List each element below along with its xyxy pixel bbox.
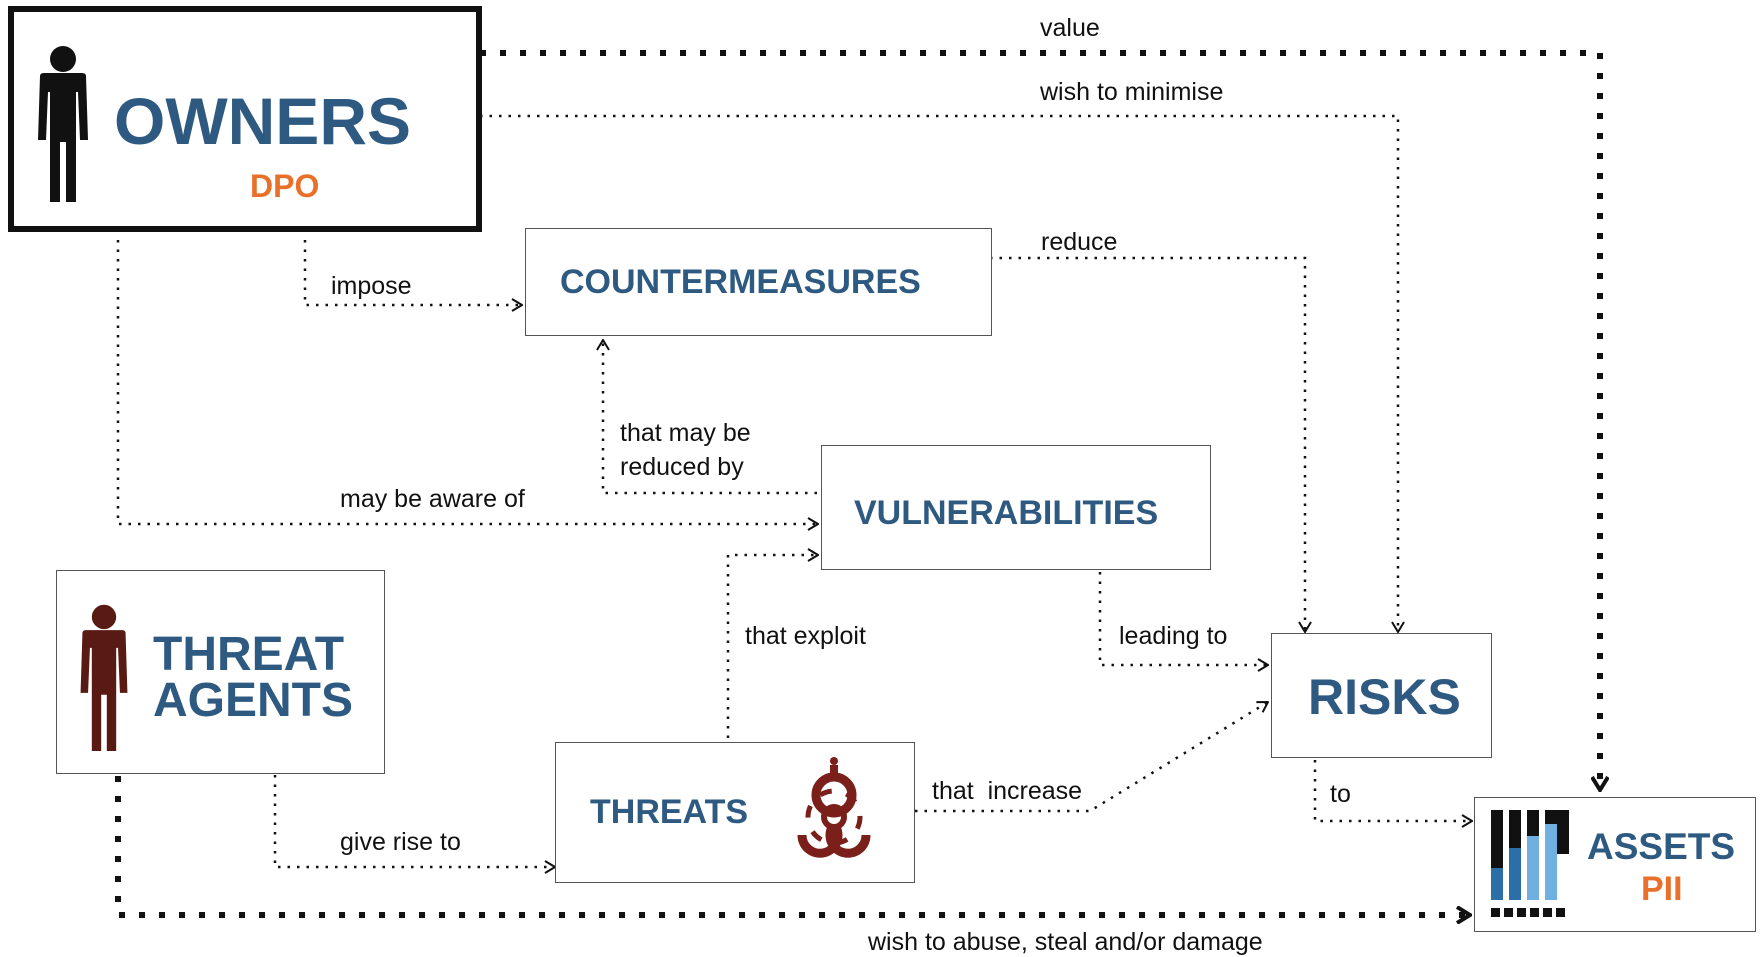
threat-agents-title-line1: THREAT bbox=[153, 628, 345, 681]
biohazard-icon bbox=[797, 757, 871, 858]
threat-agents-title-line2: AGENTS bbox=[153, 674, 354, 727]
label-to: to bbox=[1330, 780, 1351, 808]
countermeasures-title: COUNTERMEASURES bbox=[560, 263, 921, 301]
edge-that-increase bbox=[915, 700, 1268, 813]
vulnerabilities-title: VULNERABILITIES bbox=[854, 494, 1159, 532]
edge-wish-to-minimise bbox=[480, 114, 1398, 632]
risks-box: RISKS bbox=[1271, 633, 1492, 758]
countermeasures-box: COUNTERMEASURES bbox=[525, 228, 992, 336]
label-leading-to: leading to bbox=[1119, 622, 1228, 650]
label-wish-to-minimise: wish to minimise bbox=[1040, 78, 1224, 106]
label-impose: impose bbox=[331, 272, 412, 300]
edge-reduced-by bbox=[603, 340, 817, 495]
label-may-be-aware-of: may be aware of bbox=[340, 485, 525, 513]
label-that-increase: that increase bbox=[932, 777, 1083, 805]
edge-reduce bbox=[990, 256, 1305, 632]
server-bars-icon bbox=[1491, 810, 1569, 917]
label-give-rise-to: give rise to bbox=[340, 828, 461, 856]
edge-may-be-aware-of bbox=[116, 240, 818, 524]
threats-box: THREATS bbox=[555, 742, 915, 883]
owners-subtitle: DPO bbox=[250, 168, 320, 204]
assets-subtitle: PII bbox=[1641, 870, 1683, 908]
label-reduce: reduce bbox=[1041, 228, 1118, 256]
threats-title: THREATS bbox=[590, 793, 749, 831]
owners-box: OWNERS DPO bbox=[8, 6, 482, 232]
threat-agents-box: THREAT AGENTS bbox=[56, 570, 385, 774]
label-that-may-be: that may be bbox=[620, 419, 751, 447]
edge-give-rise-to bbox=[273, 775, 555, 867]
edge-to bbox=[1313, 760, 1472, 821]
label-reduced-by: reduced by bbox=[620, 453, 744, 481]
edge-value bbox=[480, 50, 1600, 790]
owners-title: OWNERS bbox=[114, 84, 411, 158]
person-icon bbox=[80, 604, 128, 751]
label-value: value bbox=[1040, 14, 1100, 42]
edge-impose bbox=[303, 240, 522, 305]
edge-leading-to bbox=[1098, 572, 1268, 665]
assets-box: ASSETS PII bbox=[1474, 797, 1756, 932]
person-icon bbox=[38, 46, 88, 202]
edge-wish-to-abuse bbox=[115, 776, 1470, 915]
label-wish-to-abuse: wish to abuse, steal and/or damage bbox=[868, 928, 1263, 956]
label-that-exploit: that exploit bbox=[745, 622, 866, 650]
risks-title: RISKS bbox=[1308, 669, 1461, 725]
edge-that-exploit bbox=[726, 555, 818, 738]
assets-title: ASSETS bbox=[1587, 826, 1736, 867]
vulnerabilities-box: VULNERABILITIES bbox=[821, 445, 1211, 570]
